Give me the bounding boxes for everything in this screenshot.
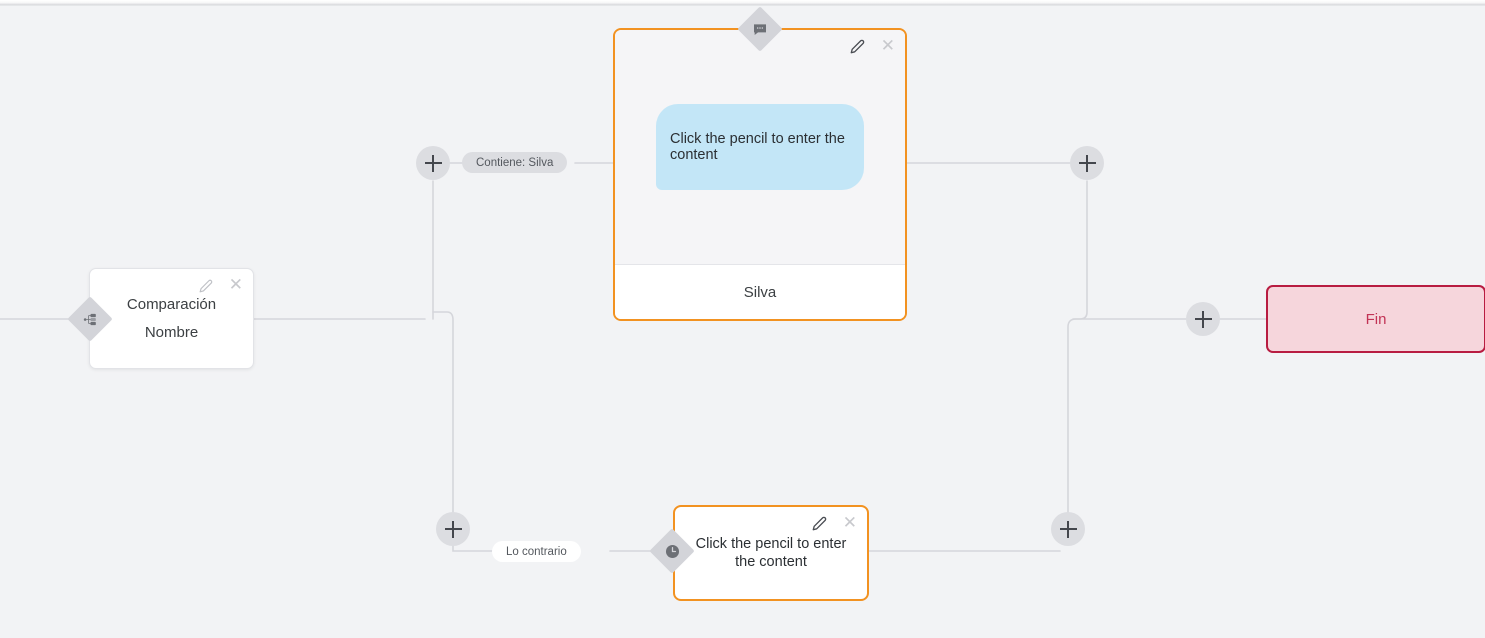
message-node-actions: ✕ (850, 38, 895, 55)
pencil-icon[interactable] (199, 279, 213, 293)
pencil-icon[interactable] (850, 39, 865, 54)
comparison-title: Comparación (126, 295, 217, 313)
toolbar-edge-strip (0, 0, 1485, 6)
message-bubble-icon[interactable] (737, 6, 783, 52)
wait-node-text: Click the pencil to enter the content (695, 535, 847, 570)
add-node-bottom-right[interactable] (1051, 512, 1085, 546)
sitemap-icon[interactable] (67, 296, 113, 342)
clock-icon[interactable] (649, 528, 695, 574)
close-icon[interactable]: ✕ (880, 36, 895, 56)
message-node-body: ✕ Click the pencil to enter the content (615, 30, 905, 264)
edge-label-branch-true[interactable]: Contiene: Silva (462, 152, 568, 173)
add-node-before-end[interactable] (1186, 302, 1220, 336)
close-icon[interactable]: ✕ (842, 513, 857, 533)
comparison-node-actions: ✕ (199, 277, 243, 294)
node-comparison[interactable]: ✕ Comparación Nombre (89, 268, 254, 369)
comparison-subtitle: Nombre (144, 323, 199, 341)
pencil-icon[interactable] (812, 516, 827, 531)
add-node-top-left[interactable] (416, 146, 450, 180)
end-node-label: Fin (1365, 310, 1387, 328)
message-bubble: Click the pencil to enter the content (656, 104, 864, 190)
node-message[interactable]: ✕ Click the pencil to enter the content … (613, 28, 907, 321)
message-footer-label: Silva (615, 264, 905, 319)
add-node-bottom-left[interactable] (436, 512, 470, 546)
add-node-top-right[interactable] (1070, 146, 1104, 180)
wait-node-actions: ✕ (812, 515, 857, 532)
node-end[interactable]: Fin (1266, 285, 1485, 353)
close-icon[interactable]: ✕ (228, 275, 243, 295)
node-wait[interactable]: ✕ Click the pencil to enter the content (673, 505, 869, 601)
edge-label-branch-false[interactable]: Lo contrario (492, 541, 581, 562)
